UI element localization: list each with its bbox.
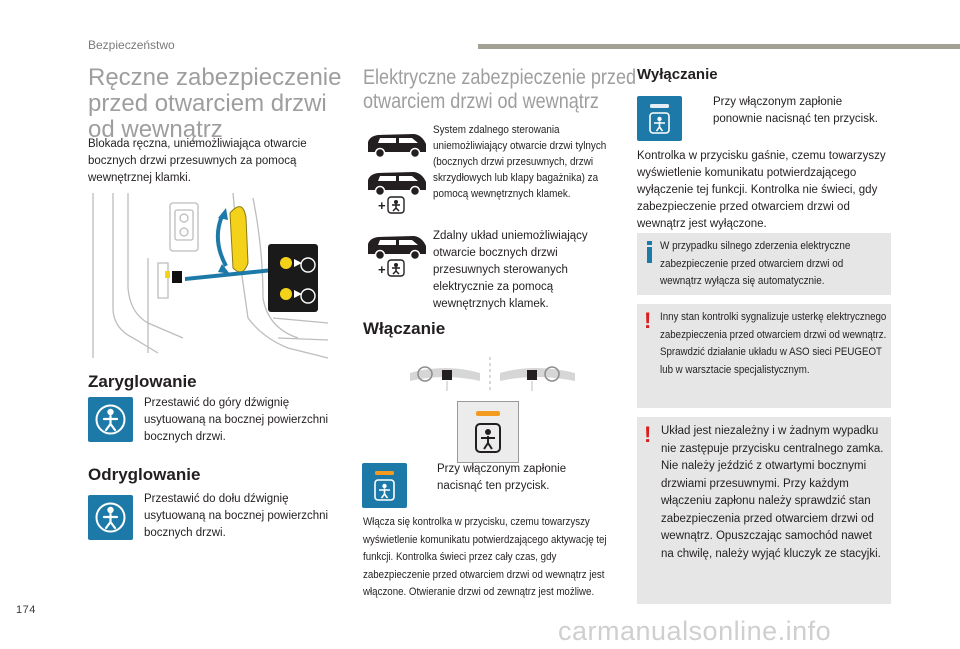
child-lock-symbol-icon-2: [387, 259, 405, 277]
manual-lock-title: Ręczne zabezpieczenie przed otwarciem dr…: [88, 64, 342, 143]
info-text: W przypadku silnego zderzenia elektryczn…: [660, 240, 851, 287]
disable-heading: Wyłączanie: [637, 66, 718, 83]
van-icon-2: [366, 168, 428, 198]
disable-instruction: Przy włączonym zapłonie ponownie nacisną…: [713, 96, 878, 125]
enable-heading: Włączanie: [363, 319, 446, 338]
child-unlock-icon: [88, 495, 133, 540]
lock-instructions: Przestawić do góry dźwignię usytuowaną n…: [144, 397, 329, 443]
section-label: Bezpieczeństwo: [88, 38, 175, 52]
warning-box-2: ! Układ jest niezależny i w żadnym wypad…: [637, 417, 891, 604]
warning-icon-2: !: [644, 422, 652, 447]
child-lock-symbol-icon: [387, 196, 405, 214]
child-lock-off-icon: [637, 96, 682, 141]
child-lock-icon: [88, 397, 133, 442]
plus-sign: +: [378, 198, 386, 213]
watermark: carmanualsonline.info: [558, 616, 832, 646]
child-lock-on-icon: [362, 463, 407, 508]
van-icon: [366, 130, 428, 160]
lock-heading: Zaryglowanie: [88, 372, 197, 391]
electric-lock-title-line1: Elektryczne zabezpieczenie przed: [363, 66, 637, 89]
van-icon-3: [366, 232, 428, 262]
child-lock-button-illustration: [457, 401, 519, 463]
dashboard-illustration: [405, 355, 580, 395]
warning-text-2: Układ jest niezależny i w żadnym wypadku…: [661, 425, 884, 560]
info-box: W przypadku silnego zderzenia elektryczn…: [637, 233, 891, 295]
plus-sign-2: +: [378, 262, 386, 277]
door-lever-illustration: [88, 188, 333, 363]
info-icon: [647, 241, 653, 265]
page-number: 174: [16, 604, 36, 616]
disable-note: Kontrolka w przycisku gaśnie, czemu towa…: [637, 150, 886, 230]
warning-box-1: ! Inny stan kontrolki sygnalizuje usterk…: [637, 304, 891, 408]
enable-note: Włącza się kontrolka w przycisku, czemu …: [363, 516, 607, 598]
electric-lock-title: Elektryczne zabezpieczenie przed otwarci…: [363, 66, 637, 114]
unlock-instructions: Przestawić do dołu dźwignię usytuowaną n…: [144, 493, 329, 539]
unlock-heading: Odryglowanie: [88, 465, 201, 484]
enable-instruction: Przy włączonym zapłonie nacisnąć ten prz…: [437, 463, 567, 492]
header-bar: [478, 44, 960, 49]
warning-text-1: Inny stan kontrolki sygnalizuje usterkę …: [660, 311, 887, 376]
manual-lock-intro: Blokada ręczna, uniemożliwiająca otwarci…: [88, 138, 307, 184]
system1-description: System zdalnego sterowania uniemożliwiaj…: [433, 124, 607, 200]
warning-icon: !: [644, 308, 652, 333]
system2-description: Zdalny układ uniemożliwiający otwarcie b…: [433, 230, 588, 310]
electric-lock-title-line2: otwarciem drzwi od wewnątrz: [363, 90, 599, 113]
